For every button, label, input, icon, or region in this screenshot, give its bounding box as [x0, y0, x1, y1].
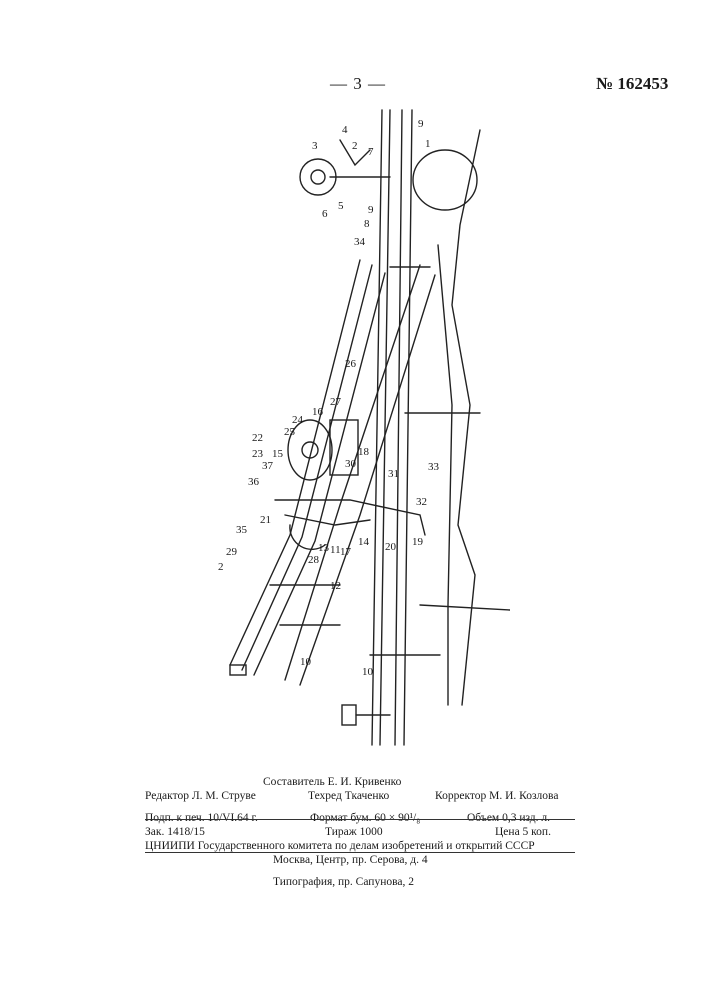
label-19: 19	[412, 536, 424, 548]
crossbar-3	[420, 605, 510, 610]
label-3: 3	[312, 140, 318, 152]
rail-1	[372, 110, 382, 745]
label-37: 37	[262, 460, 274, 472]
price: Цена 5 коп.	[495, 825, 551, 839]
label-33: 33	[428, 461, 440, 473]
label-5: 5	[338, 200, 344, 212]
chute-upper	[230, 260, 360, 665]
label-26: 26	[345, 358, 357, 370]
label-15: 15	[272, 448, 284, 460]
label-35: 35	[236, 524, 248, 536]
label-30: 30	[345, 458, 357, 470]
patent-number: № 162453	[596, 74, 668, 94]
label-20: 20	[385, 541, 397, 553]
chute-lower	[254, 273, 385, 675]
label-31: 31	[388, 468, 399, 480]
label-16: 16	[312, 406, 324, 418]
label-22: 22	[252, 432, 263, 444]
label-28: 28	[308, 554, 320, 566]
label-12: 12	[330, 580, 341, 592]
compiler-row: Составитель Е. И. Кривенко	[145, 775, 575, 789]
circulation: Тираж 1000	[325, 825, 383, 839]
label-27: 27	[330, 396, 342, 408]
print-row-1: Подп. к печ. 10/VI.64 г. Формат бум. 60 …	[145, 811, 575, 825]
label-25: 25	[284, 426, 296, 438]
label-29: 29	[226, 546, 238, 558]
rule-bottom	[145, 852, 575, 853]
technical-drawing: 9 4 3 1 7 2 5 6 8 9 34 26 27 16 24 25 22…	[190, 105, 510, 755]
institute: ЦНИИПИ Государственного комитета по дела…	[145, 839, 535, 853]
compiler: Составитель Е. И. Кривенко	[263, 775, 401, 789]
tech-editor: Техред Ткаченко	[308, 789, 389, 803]
address-row: Москва, Центр, пр. Серова, д. 4	[145, 853, 575, 867]
signed-date: Подп. к печ. 10/VI.64 г.	[145, 811, 258, 825]
rail-2	[380, 110, 390, 745]
label-10a: 10	[300, 656, 312, 668]
frame-inner	[438, 245, 452, 705]
order-number: Зак. 1418/15	[145, 825, 205, 839]
printer-row: Типография, пр. Сапунова, 2	[145, 875, 575, 889]
proofreader: Корректор М. И. Козлова	[435, 789, 558, 803]
drawing-svg: 9 4 3 1 7 2 5 6 8 9 34 26 27 16 24 25 22…	[190, 105, 510, 755]
print-row-2: Зак. 1418/15 Тираж 1000 Цена 5 коп.	[145, 825, 575, 839]
printer: Типография, пр. Сапунова, 2	[273, 875, 414, 889]
label-2b: 2	[218, 561, 224, 573]
label-11: 11	[330, 544, 341, 556]
institute-row: ЦНИИПИ Государственного комитета по дела…	[145, 839, 575, 853]
label-13: 13	[318, 542, 330, 554]
staff-row: Редактор Л. М. Струве Техред Ткаченко Ко…	[145, 789, 575, 803]
label-6: 6	[322, 208, 328, 220]
volume: Объем 0,3 изд. л.	[467, 811, 550, 825]
handwheel-hub	[311, 170, 325, 184]
label-34: 34	[354, 236, 366, 248]
label-10b: 10	[362, 666, 374, 678]
label-7: 7	[368, 146, 374, 158]
bottom-clamp	[342, 705, 356, 725]
label-18: 18	[358, 446, 370, 458]
label-17: 17	[340, 546, 352, 558]
chute-edge-2	[300, 275, 435, 685]
label-9b: 9	[368, 204, 374, 216]
paper-format: Формат бум. 60 × 90¹/₈	[310, 811, 420, 825]
page-number: — 3 —	[330, 74, 386, 94]
rule-top	[145, 819, 575, 820]
label-1: 1	[425, 138, 431, 150]
colophon: Составитель Е. И. Кривенко Редактор Л. М…	[145, 775, 575, 889]
frame-right	[452, 130, 480, 705]
rail-4	[404, 110, 412, 745]
label-36: 36	[248, 476, 260, 488]
rail-3	[395, 110, 402, 745]
label-32: 32	[416, 496, 427, 508]
address: Москва, Центр, пр. Серова, д. 4	[273, 853, 428, 867]
label-9a: 9	[418, 118, 424, 130]
editor: Редактор Л. М. Струве	[145, 789, 256, 803]
label-24: 24	[292, 414, 304, 426]
roller-large	[413, 150, 477, 210]
label-4: 4	[342, 124, 348, 136]
label-21: 21	[260, 514, 271, 526]
label-8: 8	[364, 218, 370, 230]
label-2: 2	[352, 140, 358, 152]
label-23: 23	[252, 448, 264, 460]
label-14: 14	[358, 536, 370, 548]
